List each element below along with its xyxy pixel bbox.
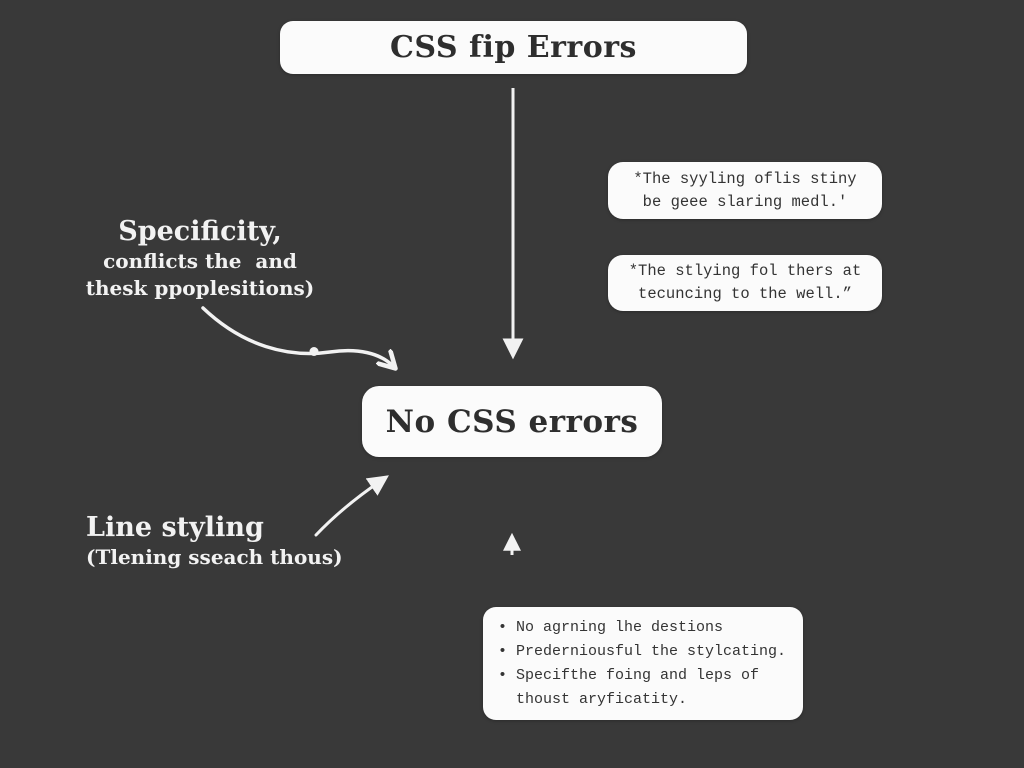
note-line-styling: Line styling (Tlening sseach thous) (86, 512, 343, 571)
quote-1-line-2: be geee slaring medl.' (642, 192, 848, 211)
note-specificity-line-3: thesk ppoplesitions) (85, 276, 315, 300)
quote-1-line-1: *The syyling oflis stiny (633, 169, 857, 188)
note-specificity-heading: Specificity, (118, 216, 282, 247)
bullet-item: • Specifthe foing and leps of thoust ary… (495, 664, 791, 712)
bullet-box: • No agrning lhe destions • Prederniousf… (483, 607, 803, 720)
note-specificity: Specificity, conflicts the and thesk ppo… (70, 216, 330, 302)
bullet-text-1: No agrning lhe destions (516, 618, 724, 636)
bullet-text-2: Prederniousful the stylcating. (516, 642, 787, 660)
bullet-item: • No agrning lhe destions (495, 616, 723, 640)
note-line-styling-heading: Line styling (86, 512, 264, 543)
quote-box-2: *The stlying fol thers at tecuncing to t… (608, 255, 882, 311)
note-specificity-line-2: conflicts the and (103, 249, 297, 273)
quote-2-line-2: tecuncing to the well.” (638, 285, 852, 303)
arrow-note-top-to-center-icon (201, 306, 393, 366)
note-line-styling-subline: (Tlening sseach thous) (86, 545, 343, 569)
quote-2-line-1: *The stlying fol thers at (628, 262, 862, 280)
quote-box-1: *The syyling oflis stiny be geee slaring… (608, 162, 882, 219)
bullet-icon: • (498, 666, 508, 684)
curve-dot-icon (309, 347, 319, 356)
center-box-text: No CSS errors (385, 403, 639, 440)
title-text: CSS fip Errors (390, 30, 637, 65)
bullet-text-3: Specifthe foing and leps of thoust aryfi… (516, 666, 760, 708)
bullet-icon: • (498, 618, 508, 636)
bullet-item: • Prederniousful the stylcating. (495, 640, 786, 664)
center-box: No CSS errors (362, 386, 662, 457)
title-box: CSS fip Errors (280, 21, 747, 74)
bullet-icon: • (498, 642, 508, 660)
